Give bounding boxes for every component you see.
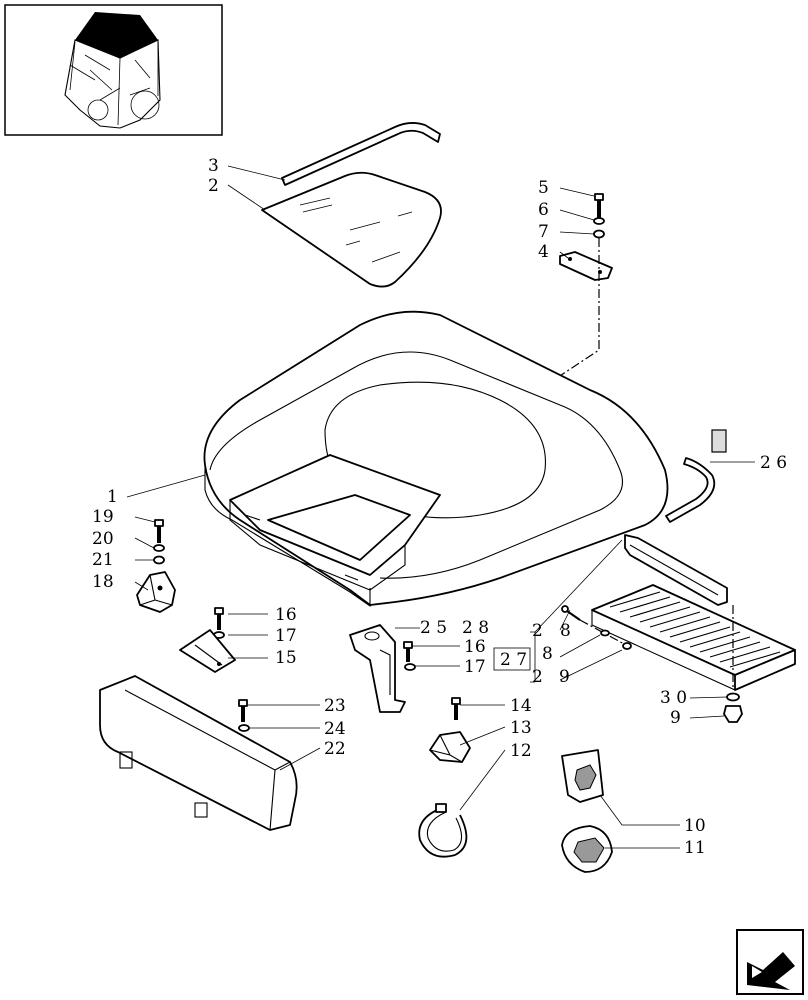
callout-9[interactable]: 9 [670, 708, 681, 728]
callout-27-bound[interactable]: 2 7 [500, 650, 527, 670]
callout-19[interactable]: 19 [92, 507, 114, 527]
callout-22-label[interactable]: 22 [324, 739, 346, 759]
callout-28-bound[interactable]: 2 [532, 621, 543, 641]
part-5-bolt [594, 193, 604, 219]
part-14-bolt [451, 697, 461, 720]
callout-30-bound[interactable]: 3 0 [660, 688, 687, 708]
callout-9a[interactable]: 9 [559, 667, 570, 687]
callout-1[interactable]: 1 [107, 487, 118, 507]
part-23-bolt [238, 699, 248, 722]
part-17-washer-b [404, 663, 416, 671]
callout-box-27 [493, 647, 531, 671]
part-26-seal [665, 429, 727, 523]
part-16-bolt-b [403, 641, 413, 662]
tractor-cab-roof-thumbnail[interactable] [4, 4, 223, 136]
callout-6[interactable]: 6 [538, 200, 549, 220]
next-page-arrow-icon[interactable] [736, 929, 804, 995]
part-1-roof-panel [203, 310, 669, 608]
callout-labels: 3 2 5 6 7 4 1 19 20 21 18 16 17 15 2 8 1… [92, 156, 706, 858]
callout-5[interactable]: 5 [538, 178, 549, 198]
part-3-seal [281, 122, 441, 186]
callout-18[interactable]: 18 [92, 572, 114, 592]
callout-24[interactable]: 24 [324, 719, 346, 739]
part-27-grille [591, 584, 796, 691]
part-9-nut [723, 705, 743, 723]
callout-26-bound[interactable]: 2 6 [760, 453, 787, 473]
callout-25-bound[interactable]: 2 5 [420, 618, 447, 638]
part-29-washer [622, 642, 632, 650]
callout-15[interactable]: 15 [275, 648, 297, 668]
callout-25[interactable]: 2 8 [462, 618, 489, 638]
part-2-glass-panel [261, 171, 442, 288]
callout-21[interactable]: 21 [92, 550, 114, 570]
callout-3[interactable]: 3 [208, 156, 219, 176]
callout-17b[interactable]: 17 [464, 657, 486, 677]
callout-20[interactable]: 20 [92, 529, 114, 549]
callout-13[interactable]: 13 [510, 718, 532, 738]
part-12-clamp [418, 803, 468, 858]
part-24-washer [238, 724, 250, 732]
part-10-label [561, 749, 604, 803]
part-13-clip [429, 731, 471, 763]
callout-8a[interactable]: 8 [542, 644, 553, 664]
callout-12[interactable]: 12 [510, 741, 532, 761]
callout-11[interactable]: 11 [684, 838, 706, 858]
part-6-washer [593, 217, 605, 225]
part-16-bolt [214, 607, 224, 630]
callout-17a[interactable]: 17 [275, 626, 297, 646]
callout-2[interactable]: 2 [208, 176, 219, 196]
part-20-washer [153, 544, 165, 552]
callout-8a[interactable]: 8 [560, 621, 571, 641]
callout-10[interactable]: 10 [684, 816, 706, 836]
part-25-bracket [349, 624, 406, 713]
part-27-support-bracket [624, 534, 728, 606]
part-15-plate [179, 629, 236, 673]
spaced-callout-labels: 23 2 6 2 7 2 2 3 0 2 5 [420, 453, 787, 708]
part-8-washer [600, 629, 610, 637]
part-11-label [561, 825, 613, 873]
callout-16b[interactable]: 16 [464, 637, 486, 657]
part-22-cover [99, 675, 298, 831]
callout-23[interactable]: 23 [324, 696, 346, 716]
callout-7[interactable]: 7 [538, 222, 549, 242]
callout-4[interactable]: 4 [538, 242, 549, 262]
part-4-bracket [559, 251, 613, 281]
callout-16a[interactable]: 16 [275, 605, 297, 625]
part-21-washer [153, 555, 165, 565]
callout-29-bound[interactable]: 2 [532, 667, 543, 687]
callout-14[interactable]: 14 [510, 696, 532, 716]
leader-lines [126, 165, 755, 849]
part-18-hinge-bracket [136, 571, 176, 613]
part-30-washer [726, 605, 740, 702]
part-19-bolt [154, 519, 164, 543]
part-7-washer [593, 229, 605, 239]
